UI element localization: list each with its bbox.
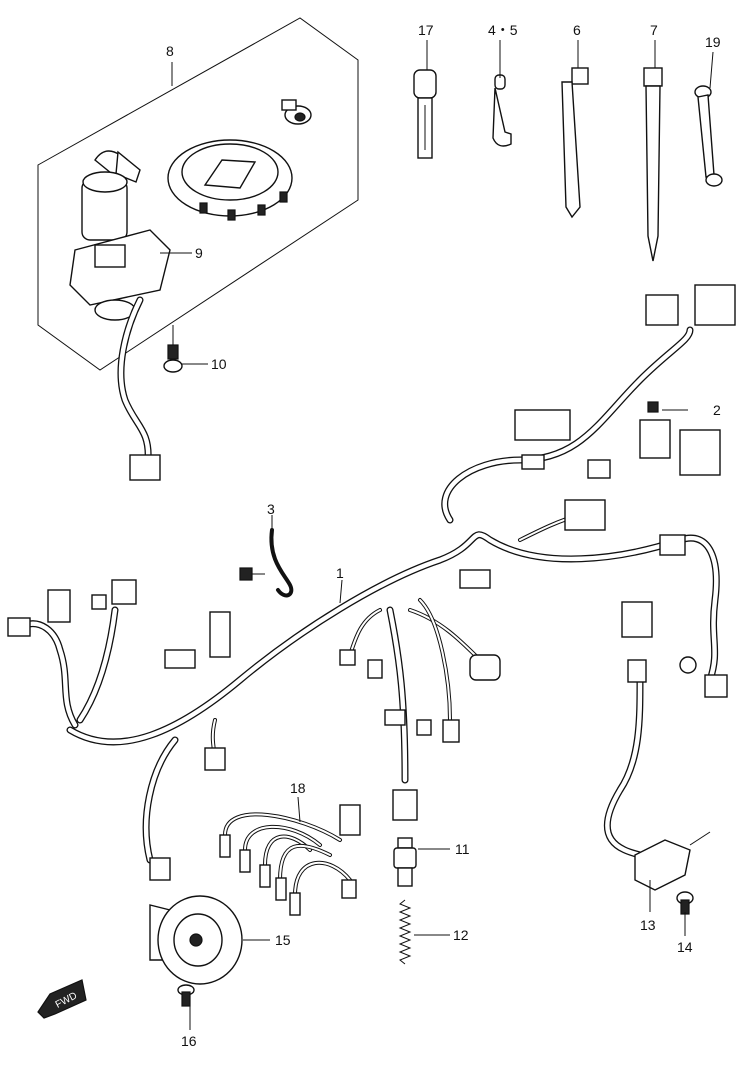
seat-lock-cylinder-part (281, 99, 312, 125)
connector (627, 659, 647, 683)
connector (149, 857, 171, 881)
callout-3: 3 (267, 501, 275, 517)
connector (204, 747, 226, 771)
connector (459, 569, 491, 589)
forward-arrow-icon: FWD (37, 979, 87, 1019)
stop-switch-part (392, 789, 418, 887)
bolt-14-part (676, 891, 694, 915)
fuel-cap-part (167, 139, 293, 221)
connector (639, 419, 671, 459)
connector (7, 617, 31, 637)
callout-18: 18 (290, 780, 306, 796)
callout-9: 9 (195, 245, 203, 261)
key-blank-part (413, 69, 437, 159)
connector (679, 429, 721, 476)
callout-11: 11 (455, 841, 470, 857)
spark-plug-lead-part (219, 804, 361, 916)
leader-lines (160, 40, 714, 1030)
callout-17: 17 (418, 22, 434, 38)
connector (621, 601, 653, 638)
horn-part (149, 895, 243, 985)
ignition-connector (129, 454, 161, 481)
connector (164, 649, 196, 669)
connector (521, 454, 545, 470)
clamp-3-part (239, 528, 294, 598)
connector (47, 589, 71, 623)
callout-1: 1 (336, 565, 344, 581)
fuse-part (647, 401, 659, 413)
ignition-switch-part (69, 150, 171, 321)
connector (209, 611, 231, 658)
connector (659, 534, 686, 556)
connector (587, 459, 611, 479)
connector (367, 659, 383, 679)
connector (111, 579, 137, 605)
connector (384, 709, 406, 726)
spring-part (398, 899, 412, 965)
clamp-19-part (694, 85, 723, 187)
cable-tie-6-part (561, 67, 589, 219)
callout-19: 19 (705, 34, 721, 50)
connector (91, 594, 107, 610)
connector (679, 656, 697, 674)
connector (442, 719, 460, 743)
callout-8: 8 (166, 43, 174, 59)
connector (416, 719, 432, 736)
callout-13: 13 (640, 917, 656, 933)
side-stand-switch-part (634, 831, 711, 891)
callout-14: 14 (677, 939, 693, 955)
connector (469, 654, 501, 681)
main-harness-part (7, 284, 736, 881)
ignition-lock-set-group (37, 17, 359, 481)
connector (694, 284, 736, 326)
callout-7: 7 (650, 22, 658, 38)
callout-4-5: 4・5 (488, 22, 518, 38)
cable-tie-7-part (643, 67, 663, 262)
callout-16: 16 (181, 1033, 197, 1049)
callout-labels: 1 2 3 4・5 6 7 8 9 10 11 12 13 14 15 16 1… (166, 22, 721, 1049)
callout-2: 2 (713, 402, 721, 418)
connector (704, 674, 728, 698)
connector (514, 409, 571, 441)
bolt-16-part (177, 984, 195, 1007)
connector (339, 649, 356, 666)
ignition-kit-box (37, 17, 359, 371)
clamp-part (492, 74, 512, 147)
connector (564, 499, 606, 531)
bolt-10-part (163, 344, 183, 373)
callout-12: 12 (453, 927, 469, 943)
callout-6: 6 (573, 22, 581, 38)
callout-10: 10 (211, 356, 227, 372)
connector (645, 294, 679, 326)
callout-15: 15 (275, 932, 291, 948)
